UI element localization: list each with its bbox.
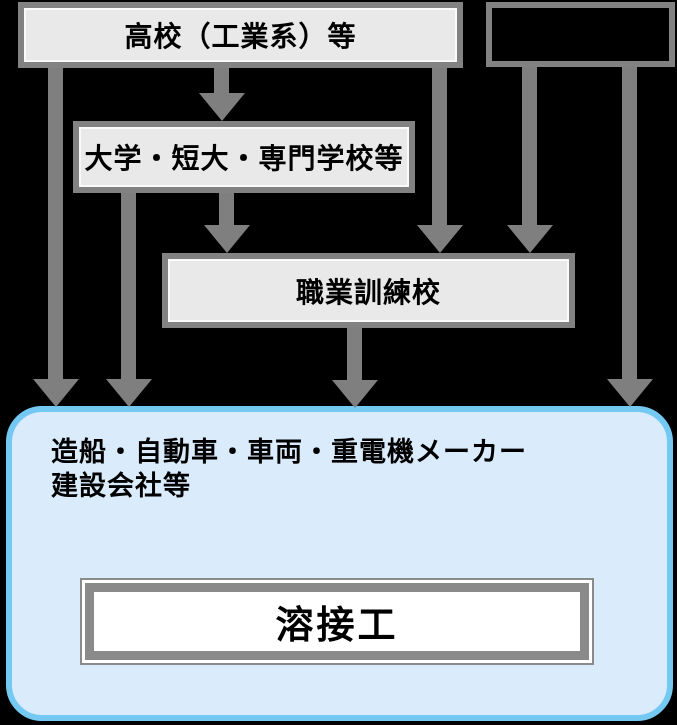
training-label: 職業訓練校 [295,275,441,309]
arrow-shaft [48,68,63,381]
arrow-shaft [219,193,234,227]
university-box: 大学・短大・専門学校等 [73,121,415,193]
arrow-unlabeled-to-employer [607,67,653,407]
arrow-shaft [622,67,637,381]
arrow-shaft [121,193,136,381]
arrow-highschool-to-training [417,68,463,253]
arrow-head-icon [417,225,463,253]
employer-label-line2: 建設会社等 [51,471,191,502]
arrow-head-icon [33,379,79,407]
employer-label: 造船・自動車・車両・重電機メーカー 建設会社等 [51,436,527,504]
welder-box: 溶接工 [85,583,589,660]
employer-label-line1: 造船・自動車・車両・重電機メーカー [51,437,527,468]
arrow-head-icon [607,379,653,407]
highschool-box: 高校（工業系）等 [18,2,463,68]
arrow-highschool-to-university [199,68,245,121]
arrow-head-icon [507,225,553,253]
arrow-head-icon [204,225,250,253]
arrow-training-to-employer [332,328,378,408]
arrow-highschool-to-employer [33,68,79,407]
university-label: 大学・短大・専門学校等 [84,142,404,175]
arrow-head-icon [106,379,152,407]
employer-panel: 造船・自動車・車両・重電機メーカー 建設会社等 [6,406,673,721]
highschool-label: 高校（工業系）等 [124,20,357,53]
arrow-university-to-employer [106,193,152,407]
unlabeled-box [486,2,675,67]
arrow-head-icon [199,93,245,121]
arrow-university-to-training [204,193,250,253]
arrow-shaft [522,67,537,227]
arrow-head-icon [332,380,378,408]
training-box: 職業訓練校 [162,253,575,328]
welder-label: 溶接工 [275,603,399,647]
arrow-unlabeled-to-training [507,67,553,253]
arrow-shaft [432,68,447,227]
arrow-shaft [214,68,229,95]
arrow-shaft [347,328,362,382]
